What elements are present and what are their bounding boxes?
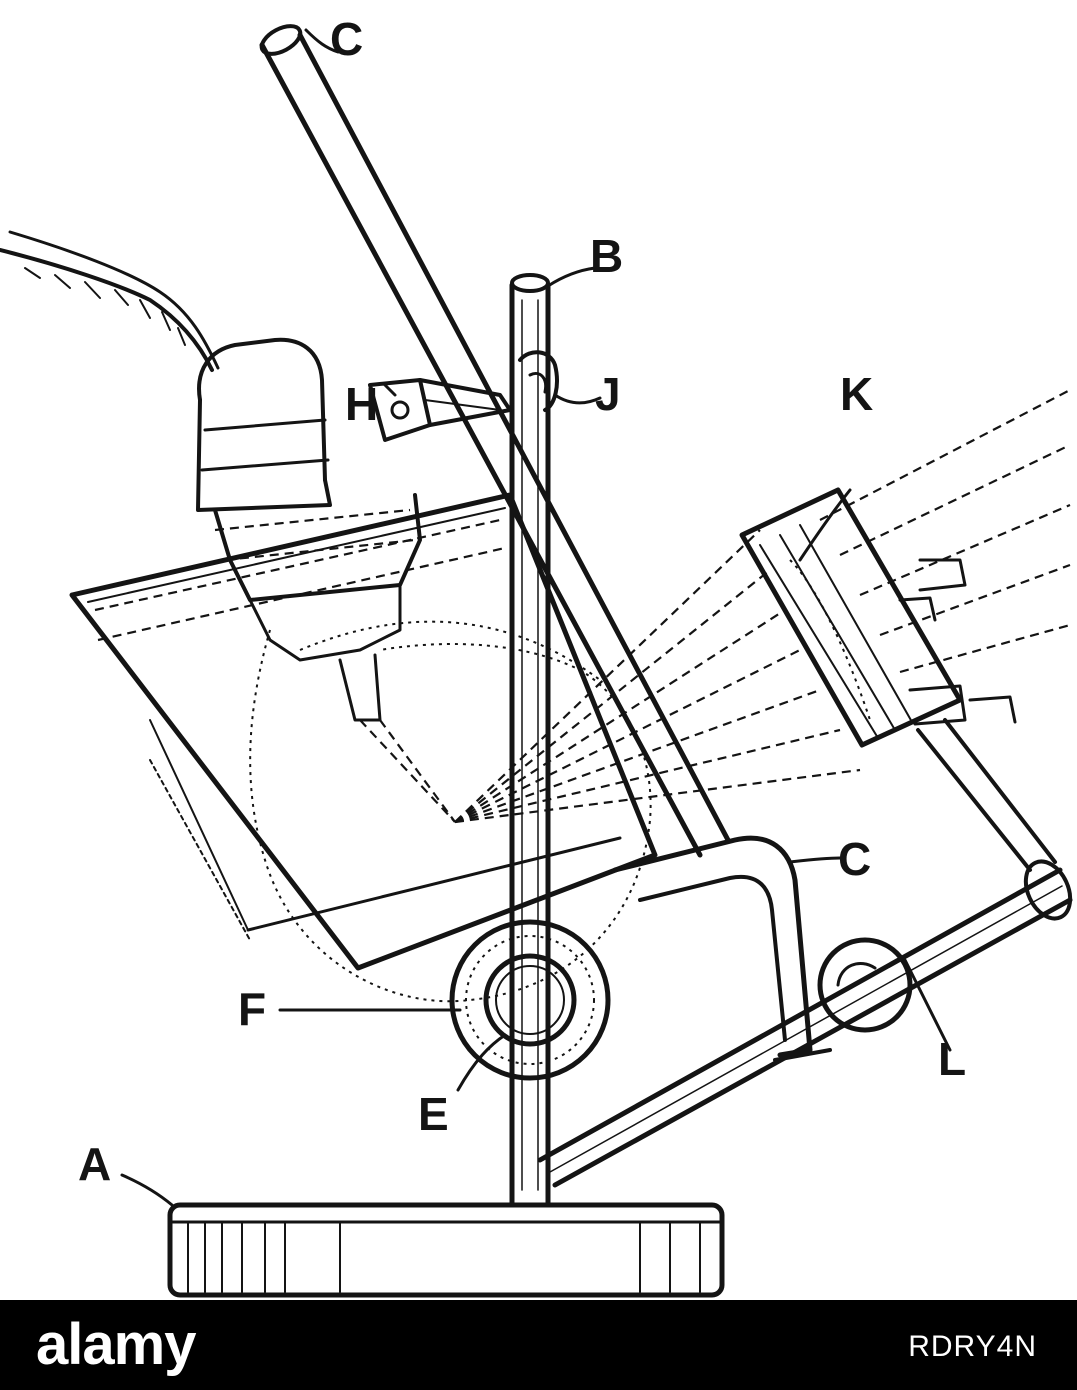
collar-e bbox=[483, 953, 577, 1047]
label-a: A bbox=[78, 1138, 111, 1190]
ball-joint bbox=[817, 937, 913, 1033]
image-id-text: RDRY4N bbox=[908, 1330, 1037, 1363]
label-f: F bbox=[238, 983, 266, 1035]
label-j: J bbox=[595, 368, 621, 420]
rod-l bbox=[537, 867, 1073, 1188]
light-rays bbox=[454, 389, 1071, 824]
housing-hidden-lines bbox=[94, 518, 506, 642]
post-b bbox=[509, 273, 551, 1208]
clamp-j bbox=[518, 350, 559, 412]
watermark-footer: alamy RDRY4N bbox=[0, 1300, 1077, 1390]
label-c-top: C bbox=[330, 13, 363, 65]
rod-c bbox=[259, 24, 731, 858]
label-c-mid: C bbox=[838, 833, 871, 885]
lamp-housing bbox=[69, 492, 658, 971]
electric-cord bbox=[0, 230, 220, 372]
lens-support-arm bbox=[916, 718, 1073, 921]
label-leaders bbox=[120, 28, 952, 1207]
lens-holder-k bbox=[739, 487, 1017, 748]
lamp-stand-diagram: C B H J K C L F E A bbox=[0, 13, 1073, 1298]
bracket-c bbox=[612, 835, 832, 1062]
clamp-h bbox=[368, 378, 512, 442]
lamp-socket bbox=[196, 337, 456, 823]
base-a bbox=[167, 1202, 725, 1298]
label-k: K bbox=[840, 368, 873, 420]
label-e: E bbox=[418, 1088, 449, 1140]
lamp-bulb bbox=[249, 620, 652, 1003]
diagram-canvas: C B H J K C L F E A bbox=[0, 13, 1073, 1298]
collar-f bbox=[449, 919, 611, 1081]
label-b: B bbox=[590, 230, 623, 282]
label-h: H bbox=[345, 378, 378, 430]
brand-logo: alamy bbox=[36, 1312, 196, 1377]
label-l: L bbox=[938, 1033, 966, 1085]
